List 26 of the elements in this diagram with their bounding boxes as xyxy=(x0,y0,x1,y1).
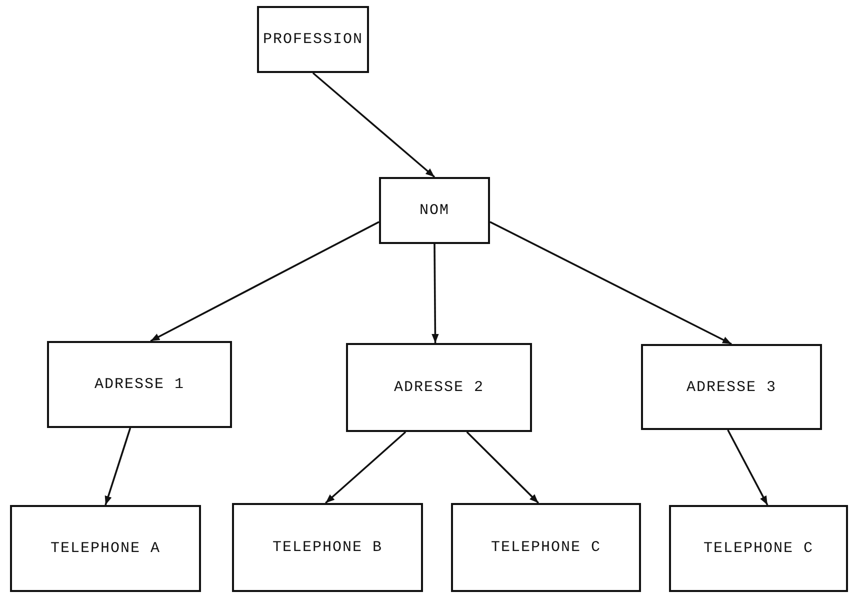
arrow xyxy=(104,428,132,506)
process-box xyxy=(451,503,641,592)
process-box xyxy=(10,505,201,592)
arrow xyxy=(727,430,768,506)
box-label: TELEPHONE C xyxy=(703,540,814,557)
box-label: ADRESSE 1 xyxy=(94,376,184,393)
arrow xyxy=(490,221,732,345)
box-label: TELEPHONE B xyxy=(272,539,383,556)
box-label: ADRESSE 2 xyxy=(394,379,484,396)
process-box xyxy=(379,177,490,244)
process-box xyxy=(257,6,369,73)
box-label: TELEPHONE C xyxy=(490,539,602,556)
arrow xyxy=(432,244,439,343)
arrow xyxy=(325,431,406,504)
arrow xyxy=(312,72,436,178)
box-label: ADRESSE 3 xyxy=(686,378,776,396)
process-box xyxy=(346,343,532,432)
process-box xyxy=(232,503,423,592)
process-box xyxy=(47,341,232,428)
process-box xyxy=(669,505,848,592)
box-label: NOM xyxy=(419,202,450,219)
box-label: PROFESSION xyxy=(262,31,363,48)
arrow xyxy=(150,221,380,342)
box-label: TELEPHONE A xyxy=(50,540,161,557)
process-box xyxy=(641,344,822,430)
arrow xyxy=(466,431,540,504)
